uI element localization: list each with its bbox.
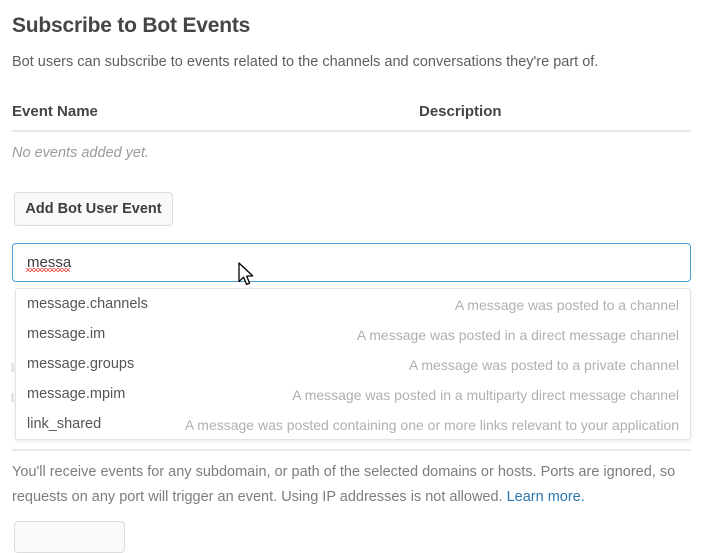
suggestion-row[interactable]: message.mpim A message was posted in a mu… bbox=[16, 379, 690, 409]
suggestion-row[interactable]: message.groups A message was posted to a … bbox=[16, 349, 690, 379]
occluded-field-edge bbox=[11, 363, 14, 372]
learn-more-link[interactable]: Learn more. bbox=[506, 489, 585, 505]
suggestion-event-description: A message was posted containing one or m… bbox=[184, 417, 679, 433]
suggestion-event-description: A message was posted in a multiparty dir… bbox=[292, 387, 679, 403]
events-empty-message: No events added yet. bbox=[12, 145, 150, 161]
suggestion-event-name: message.groups bbox=[27, 356, 135, 372]
suggestion-row[interactable]: message.im A message was posted in a dire… bbox=[16, 319, 690, 349]
event-suggestions-dropdown[interactable]: message.channels A message was posted to … bbox=[15, 288, 691, 440]
suggestion-event-name: message.channels bbox=[27, 296, 148, 312]
footer-divider bbox=[12, 449, 691, 451]
page-title: Subscribe to Bot Events bbox=[12, 14, 251, 37]
suggestion-event-description: A message was posted to a channel bbox=[454, 297, 679, 313]
suggestion-row[interactable]: link_shared A message was posted containi… bbox=[16, 409, 690, 439]
events-table-header: Event Name Description bbox=[12, 103, 691, 125]
subscribe-to-bot-events-panel: Subscribe to Bot Events Bot users can su… bbox=[11, 14, 691, 553]
page-subtitle: Bot users can subscribe to events relate… bbox=[12, 54, 599, 70]
suggestion-event-description: A message was posted to a private channe… bbox=[408, 357, 679, 373]
event-search-input[interactable] bbox=[12, 243, 691, 282]
column-header-event-name: Event Name bbox=[12, 103, 98, 120]
suggestion-event-description: A message was posted in a direct message… bbox=[356, 327, 679, 343]
suggestion-event-name: message.mpim bbox=[27, 386, 126, 402]
occluded-field-edge bbox=[11, 393, 14, 402]
column-header-description: Description bbox=[419, 103, 502, 120]
suggestion-event-name: message.im bbox=[27, 326, 106, 342]
table-header-divider bbox=[12, 130, 691, 132]
add-bot-user-event-button[interactable]: Add Bot User Event bbox=[14, 192, 173, 226]
suggestion-row[interactable]: message.channels A message was posted to … bbox=[16, 289, 690, 319]
help-text-body: You'll receive events for any subdomain,… bbox=[12, 464, 676, 505]
domains-help-text: You'll receive events for any subdomain,… bbox=[12, 460, 688, 510]
suggestion-event-name: link_shared bbox=[27, 416, 102, 432]
bottom-action-button[interactable] bbox=[14, 521, 125, 553]
